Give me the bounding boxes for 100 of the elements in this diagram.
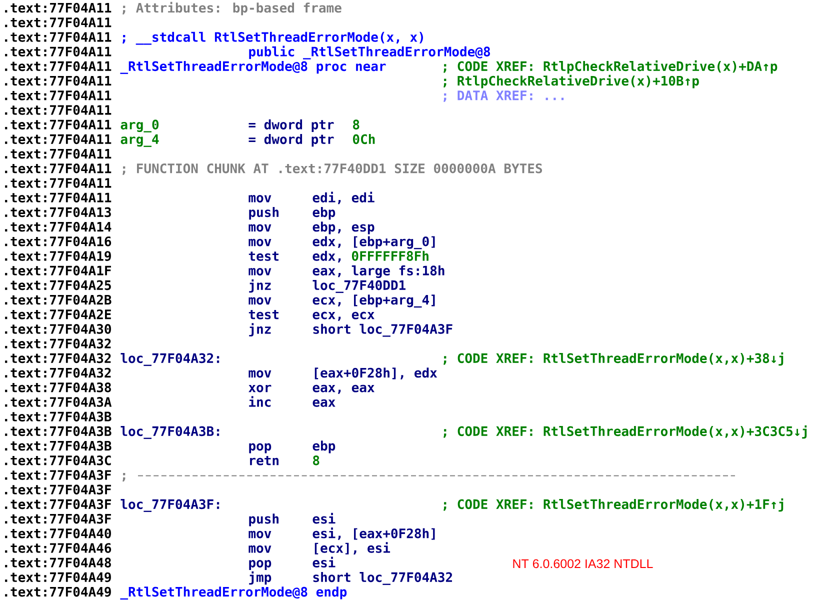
address: .text:77F04A32 — [5, 338, 111, 348]
address: .text:77F04A13 — [5, 207, 111, 218]
address: .text:77F04A11 — [5, 76, 112, 86]
operand: ebp, esp — [312, 222, 374, 234]
proc-declaration: _RtlSetThreadErrorMode@8 endp — [120, 586, 347, 600]
address: .text:77F04A11 — [5, 134, 112, 144]
address: .text:77F04A3F — [5, 499, 111, 510]
operand: eax, eax — [312, 384, 374, 394]
operand: esi — [312, 512, 336, 524]
xref-comment: ; DATA XREF: ... — [444, 90, 564, 102]
mnemonic: pop — [249, 443, 272, 454]
operand: edx, — [312, 250, 341, 263]
address: .text:77F04A3F — [5, 484, 111, 494]
directive: = dword ptr — [248, 119, 334, 132]
mnemonic: mov — [248, 530, 272, 538]
mnemonic: push — [249, 514, 278, 526]
mnemonic: mov — [248, 195, 272, 202]
address: .text:77F04A32 — [5, 353, 111, 364]
mnemonic: mov — [248, 370, 272, 378]
operand: [ecx], esi — [314, 542, 390, 555]
code-label: loc_77F04A32: — [120, 353, 220, 366]
directive: = dword ptr — [248, 134, 334, 147]
address: .text:77F04A11 — [5, 163, 112, 174]
operand: eax, large fs:18h — [312, 265, 444, 278]
xref-comment: ; CODE XREF: RtlSetThreadErrorMode(x,x)+38↓j — [444, 352, 784, 366]
operand: esi — [312, 556, 336, 568]
address: .text:77F04A49 — [5, 586, 111, 597]
code-comment: ; FUNCTION CHUNK AT .text:77F40DD1 SIZE 0000000A BYTES — [122, 163, 542, 175]
address: .text:77F04A11 — [5, 2, 112, 13]
number: 0FFFFFF8Fh — [352, 250, 428, 261]
address: .text:77F04A25 — [5, 280, 111, 290]
xref-comment: ; CODE XREF: RtlpCheckRelativeDrive(x)+DA↑p — [444, 60, 778, 74]
mnemonic: mov — [248, 545, 272, 553]
address: .text:77F04A2E — [5, 309, 111, 320]
address: .text:77F04A3A — [5, 397, 112, 407]
address: .text:77F04A11 — [5, 105, 112, 115]
address: .text:77F04A11 — [5, 32, 112, 42]
mnemonic: jnz — [249, 323, 271, 336]
mnemonic: jnz — [249, 279, 271, 293]
separator-comment: ; — [122, 472, 126, 482]
address: .text:77F04A2B — [5, 294, 112, 305]
operand: short loc_77F04A32 — [313, 572, 452, 585]
operand: loc_77F40DD1 — [312, 280, 406, 293]
xref-comment: ; RtlpCheckRelativeDrive(x)+10B↑p — [444, 74, 699, 88]
variable-name: arg_0 — [120, 120, 159, 132]
operand: ebp — [312, 207, 336, 220]
operand: [eax+0F28h], edx — [314, 368, 438, 380]
operand: esi, [eax+0F28h] — [312, 528, 435, 540]
address: .text:77F04A46 — [5, 543, 112, 553]
address: .text:77F04A3B — [5, 426, 112, 436]
xref-comment: ; CODE XREF: RtlSetThreadErrorMode(x,x)+1F↑j — [444, 498, 784, 512]
address: .text:77F04A30 — [5, 324, 111, 334]
mnemonic: xor — [248, 384, 272, 392]
number: 8 — [313, 455, 320, 466]
number: 0Ch — [353, 134, 375, 144]
address: .text:77F04A11 — [5, 148, 112, 159]
variable-name: arg_4 — [120, 134, 159, 147]
annotation: NT 6.0.6002 IA32 NTDLL — [513, 559, 653, 568]
address: .text:77F04A11 — [5, 17, 112, 28]
operand: edx, [ebp+arg_0] — [312, 236, 435, 250]
address: .text:77F04A11 — [5, 178, 112, 188]
operand: ecx, [ebp+arg_4] — [312, 294, 435, 308]
address: .text:77F04A11 — [5, 46, 112, 56]
mnemonic: mov — [248, 224, 272, 232]
address: .text:77F04A11 — [5, 61, 112, 72]
xref-comment: ; CODE XREF: RtlSetThreadErrorMode(x,x)+3C3C5↓j — [444, 425, 807, 439]
address: .text:77F04A3B — [5, 440, 112, 451]
address: .text:77F04A11 — [5, 90, 112, 100]
mnemonic: retn — [250, 456, 278, 466]
address: .text:77F04A11 — [5, 192, 112, 202]
mnemonic: mov — [248, 238, 272, 246]
mnemonic: jmp — [249, 571, 272, 585]
mnemonic: test — [248, 252, 278, 261]
number: 8 — [353, 120, 360, 130]
code-comment: ; Attributes: bp-based frame — [122, 2, 342, 16]
address: .text:77F04A49 — [5, 572, 111, 582]
directive: public _RtlSetThreadErrorMode@8 — [249, 46, 490, 60]
mnemonic: pop — [249, 560, 272, 570]
address: .text:77F04A16 — [5, 236, 112, 246]
address: .text:77F04A38 — [5, 382, 111, 392]
operand: eax — [312, 399, 336, 407]
address: .text:77F04A3F — [5, 470, 111, 480]
proc-declaration: _RtlSetThreadErrorMode@8 proc near — [120, 61, 386, 74]
operand: short loc_77F04A3F — [313, 324, 452, 337]
code-label: loc_77F04A3F: — [120, 499, 220, 512]
mnemonic: push — [249, 207, 278, 220]
operand: edi, edi — [312, 192, 374, 204]
mnemonic: mov — [248, 268, 272, 276]
operand: ecx, ecx — [312, 312, 374, 321]
mnemonic: mov — [248, 297, 272, 305]
mnemonic: test — [248, 310, 278, 320]
mnemonic: inc — [249, 396, 271, 407]
address: .text:77F04A14 — [5, 222, 112, 232]
address: .text:77F04A3B — [5, 412, 112, 422]
address: .text:77F04A3C — [5, 455, 111, 466]
address: .text:77F04A40 — [5, 528, 111, 538]
address: .text:77F04A3F — [5, 514, 111, 524]
operand: ebp — [312, 440, 336, 454]
address: .text:77F04A32 — [5, 368, 111, 378]
address: .text:77F04A11 — [5, 120, 112, 130]
